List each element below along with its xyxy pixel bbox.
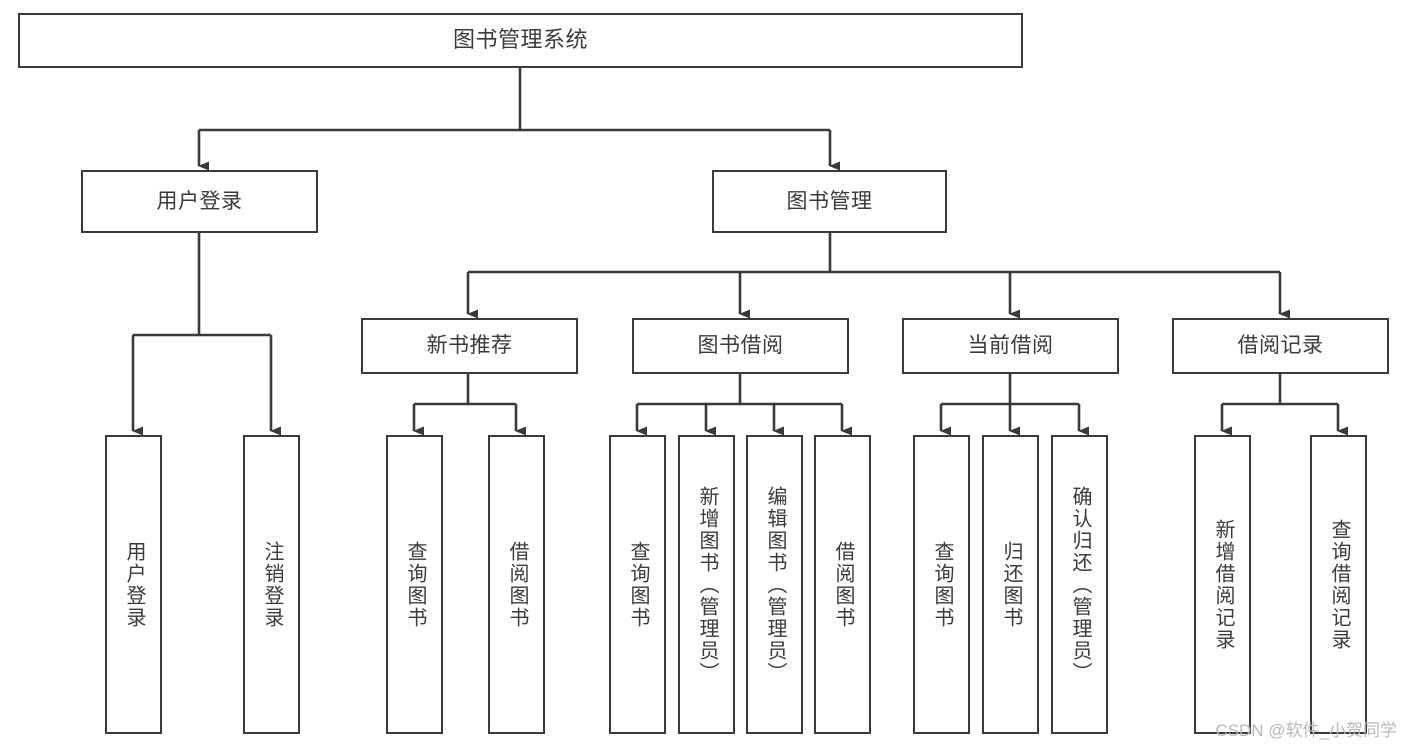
node-label: 借阅记录: [1237, 334, 1324, 358]
leaf-current-borrow-return[interactable]: 归还图书: [982, 435, 1039, 734]
node-label: 新书推荐: [426, 334, 513, 358]
node-label: 查询借阅记录: [1328, 518, 1350, 651]
node-borrow-records[interactable]: 借阅记录: [1172, 318, 1389, 374]
node-label: 新增图书（管理员）: [696, 485, 718, 684]
node-label: 图书管理系统: [452, 27, 588, 53]
node-book-borrowing[interactable]: 图书借阅: [632, 318, 849, 374]
node-label: 归还图书: [1000, 540, 1022, 629]
leaf-new-book-borrow[interactable]: 借阅图书: [488, 435, 545, 734]
node-label: 查询图书: [404, 540, 426, 629]
node-book-management[interactable]: 图书管理: [712, 170, 947, 233]
node-label: 确认归还（管理员）: [1069, 485, 1091, 684]
leaf-book-borrow-add-book-admin[interactable]: 新增图书（管理员）: [678, 435, 735, 734]
leaf-borrow-record-add[interactable]: 新增借阅记录: [1194, 435, 1251, 734]
leaf-new-book-query[interactable]: 查询图书: [386, 435, 443, 734]
node-label: 图书借阅: [697, 334, 784, 358]
node-label: 用户登录: [123, 540, 145, 629]
node-user-login[interactable]: 用户登录: [81, 170, 318, 233]
csdn-watermark: CSDN @软件_小贺同学: [1215, 721, 1397, 740]
leaf-book-borrow-edit-book-admin[interactable]: 编辑图书（管理员）: [746, 435, 803, 734]
leaf-user-login-login[interactable]: 用户登录: [105, 435, 162, 734]
node-label: 图书管理: [786, 189, 873, 213]
node-label: 当前借阅: [967, 334, 1054, 358]
leaf-current-borrow-query[interactable]: 查询图书: [913, 435, 970, 734]
node-label: 编辑图书（管理员）: [764, 485, 786, 684]
node-book-management-system[interactable]: 图书管理系统: [18, 13, 1023, 68]
node-new-book-recommendation[interactable]: 新书推荐: [361, 318, 578, 374]
node-label: 注销登录: [261, 540, 283, 629]
node-label: 查询图书: [627, 540, 649, 629]
leaf-book-borrow-borrow-book[interactable]: 借阅图书: [814, 435, 871, 734]
node-label: 查询图书: [931, 540, 953, 629]
leaf-book-borrow-query[interactable]: 查询图书: [609, 435, 666, 734]
node-current-borrowing[interactable]: 当前借阅: [902, 318, 1119, 374]
node-label: 借阅图书: [832, 540, 854, 629]
leaf-current-borrow-confirm-return-admin[interactable]: 确认归还（管理员）: [1051, 435, 1108, 734]
node-label: 借阅图书: [506, 540, 528, 629]
leaf-user-login-logout[interactable]: 注销登录: [243, 435, 300, 734]
node-label: 新增借阅记录: [1212, 518, 1234, 651]
leaf-borrow-record-query[interactable]: 查询借阅记录: [1310, 435, 1367, 734]
node-label: 用户登录: [156, 189, 243, 213]
